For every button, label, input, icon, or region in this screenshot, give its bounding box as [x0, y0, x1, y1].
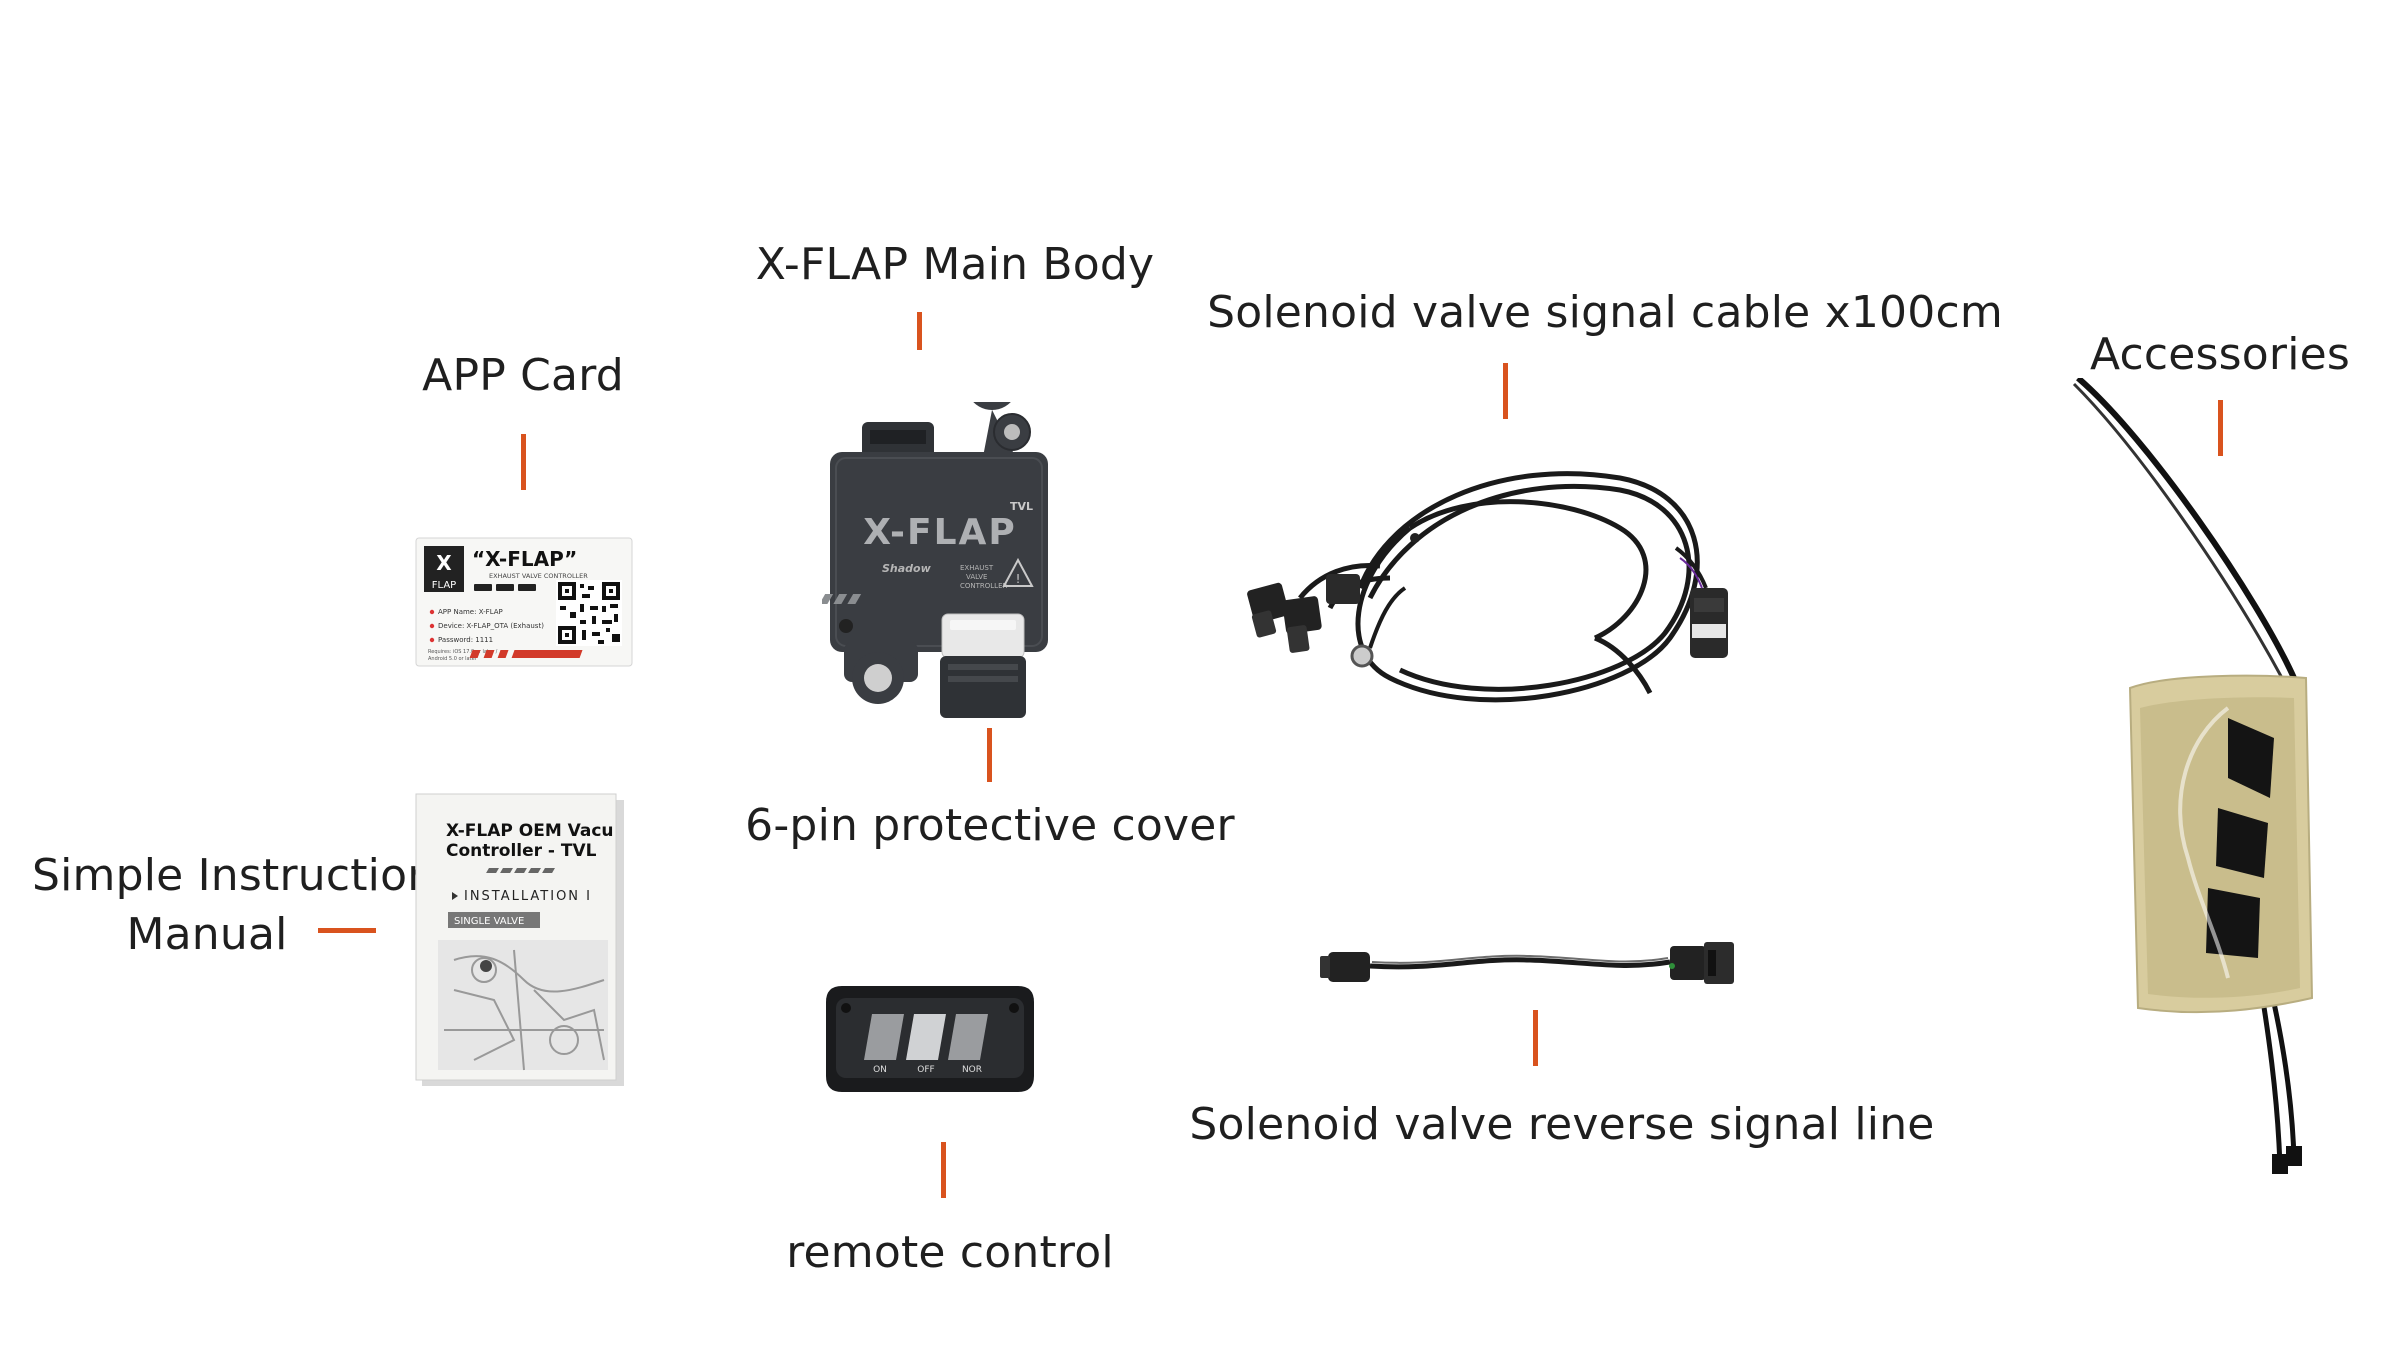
main-body-maker: Shadow [882, 562, 932, 575]
signal-cable-photo [1240, 448, 1730, 728]
manual-leader [318, 928, 376, 933]
app-card-password: Password: 1111 [438, 636, 493, 644]
accessories-label: Accessories [2089, 329, 2351, 380]
cover-label: 6-pin protective cover [745, 800, 1235, 851]
reverse-line-leader [1533, 1010, 1538, 1066]
manual-section: INSTALLATION I [464, 889, 592, 904]
app-card-app-name: APP Name: X-FLAP [438, 608, 503, 616]
manual-title-1: X-FLAP OEM Vacu [446, 821, 614, 841]
reverse-line-photo [1320, 930, 1740, 996]
app-card-label: APP Card [422, 350, 624, 401]
remote-on-button[interactable]: ON [864, 1014, 904, 1075]
app-card-requires-2: Android 5.0 or later [428, 656, 478, 662]
app-card-logo-bottom: FLAP [432, 580, 456, 591]
main-body-label: X-FLAP Main Body [755, 239, 1155, 290]
main-body-caption-1: EXHAUST [960, 564, 994, 572]
remote-nor-label: NOR [962, 1065, 982, 1075]
app-card-logo-top: X [436, 551, 452, 575]
signal-cable-leader [1503, 363, 1508, 419]
remote-off-label: OFF [917, 1065, 934, 1075]
main-body-photo: TVL X-FLAP Shadow EXHAUST VALVE CONTROLL… [749, 358, 1058, 732]
manual-label-line1: Simple Instruction [32, 850, 436, 901]
accessories-leader [2218, 400, 2223, 456]
remote-photo: ON OFF NOR [822, 980, 1038, 1098]
svg-text:!: ! [1016, 572, 1021, 586]
manual-label-line2: Manual [126, 909, 288, 960]
app-card-device: Device: X-FLAP_OTA (Exhaust) [438, 622, 544, 630]
remote-label: remote control [786, 1227, 1114, 1278]
cover-leader [987, 728, 992, 782]
app-card-leader [521, 434, 526, 490]
qr-code-icon [556, 580, 622, 646]
remote-leader [941, 1142, 946, 1198]
main-body-brand: X-FLAP [863, 512, 1017, 553]
main-body-caption-2: VALVE [966, 573, 987, 581]
manual-title-2: Controller - TVL [446, 841, 597, 861]
main-body-leader [917, 312, 922, 350]
main-body-caption-3: CONTROLLER [960, 582, 1008, 590]
reverse-line-label: Solenoid valve reverse signal line [1189, 1099, 1935, 1150]
manual-tag: SINGLE VALVE [454, 916, 524, 927]
app-card-requires-1: Requires: iOS 17.0 or later / [428, 649, 498, 655]
manual-photo: X-FLAP OEM Vacu Controller - TVL INSTALL… [414, 790, 628, 1090]
app-card-photo: X FLAP “X-FLAP” EXHAUST VALVE CONTROLLER… [414, 536, 636, 670]
accessories-photo [2068, 375, 2388, 1178]
remote-off-button[interactable]: OFF [906, 1014, 946, 1075]
warning-triangle-icon [1002, 557, 1034, 587]
app-card-brand: “X-FLAP” [472, 547, 577, 571]
manual-label: Simple Instruction Manual [32, 848, 436, 962]
app-card-subtitle: EXHAUST VALVE CONTROLLER [489, 572, 588, 580]
remote-on-label: ON [873, 1065, 887, 1075]
signal-cable-label: Solenoid valve signal cable x100cm [1207, 287, 2003, 338]
main-body-model-tag: TVL [1010, 500, 1033, 513]
remote-nor-button[interactable]: NOR [948, 1014, 988, 1075]
